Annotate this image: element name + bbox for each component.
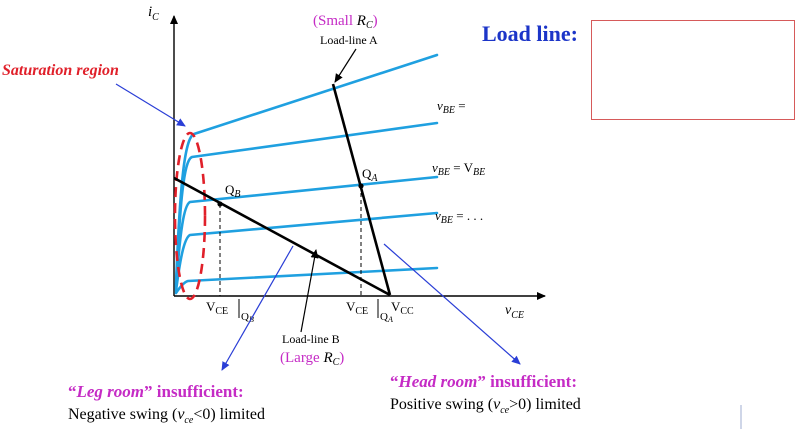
leg-room-arrow	[221, 245, 294, 371]
head-room-arrow	[383, 243, 521, 365]
load-line-a-label: Load-line A	[320, 33, 378, 47]
load-line-title: Load line:	[482, 21, 578, 46]
q-a-label: QA	[362, 166, 378, 184]
vbe-label-1: vBE =	[437, 98, 466, 116]
vce-qb-tick: VCE	[206, 299, 228, 317]
saturation-arrow	[115, 83, 186, 127]
load-line-a-pointer	[334, 48, 357, 83]
x-axis-label: vCE	[505, 303, 524, 321]
load-line-b	[173, 176, 391, 297]
edge-marker	[740, 405, 742, 429]
vce-qa-tick: VCE	[346, 299, 368, 317]
curve-1	[174, 266, 439, 295]
vbe-label-3: vBE = . . .	[435, 208, 483, 226]
leg-room-note: “Leg room” insufficient: Negative swing …	[68, 382, 265, 426]
head-room-note: “Head room” insufficient: Positive swing…	[390, 372, 581, 416]
leg-room-body: Negative swing (vce<0) limited	[68, 406, 265, 427]
head-room-body: Positive swing (vce>0) limited	[390, 396, 581, 417]
small-rc-label: (Small RC)	[313, 13, 378, 31]
output-characteristic-curves	[174, 53, 439, 295]
vcc-tick: VCC	[391, 299, 414, 317]
vce-qa-bar-sub: QA	[380, 311, 393, 324]
leg-room-heading: “Leg room” insufficient:	[68, 382, 244, 401]
saturation-region-ellipse	[173, 131, 207, 301]
head-room-heading: “Head room” insufficient:	[390, 372, 577, 391]
load-line-b-label: Load-line B	[282, 332, 340, 346]
q-b-label: QB	[225, 182, 241, 200]
y-axis-label: iC	[148, 4, 159, 23]
saturation-region-label: Saturation region	[2, 62, 119, 79]
large-rc-label: (Large RC)	[280, 350, 344, 368]
curve-4	[174, 121, 439, 289]
load-line-b-pointer	[300, 249, 319, 333]
load-line-formula-box	[591, 20, 795, 120]
vbe-label-2: vBE = VBE	[432, 160, 485, 178]
